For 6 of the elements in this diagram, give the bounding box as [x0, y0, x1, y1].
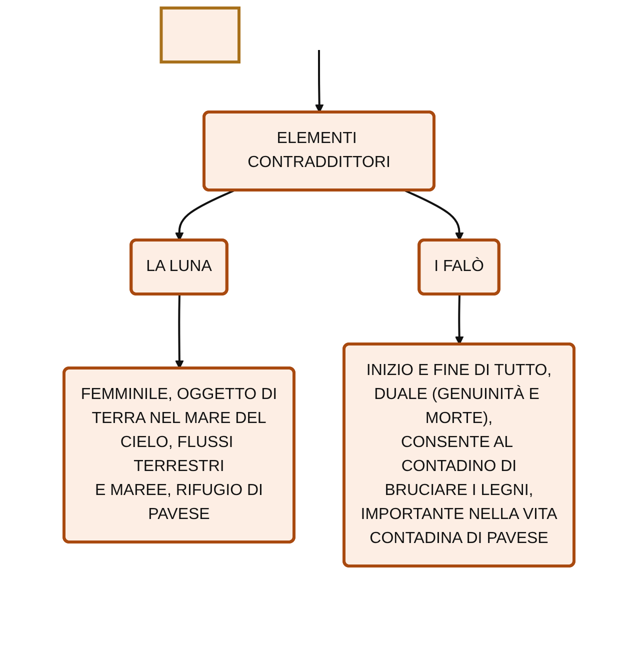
- arrow: [454, 294, 464, 345]
- arrow: [175, 294, 184, 369]
- arrow: [174, 190, 235, 241]
- arrow: [314, 50, 324, 113]
- node-box: [160, 6, 240, 64]
- arrow: [404, 190, 464, 241]
